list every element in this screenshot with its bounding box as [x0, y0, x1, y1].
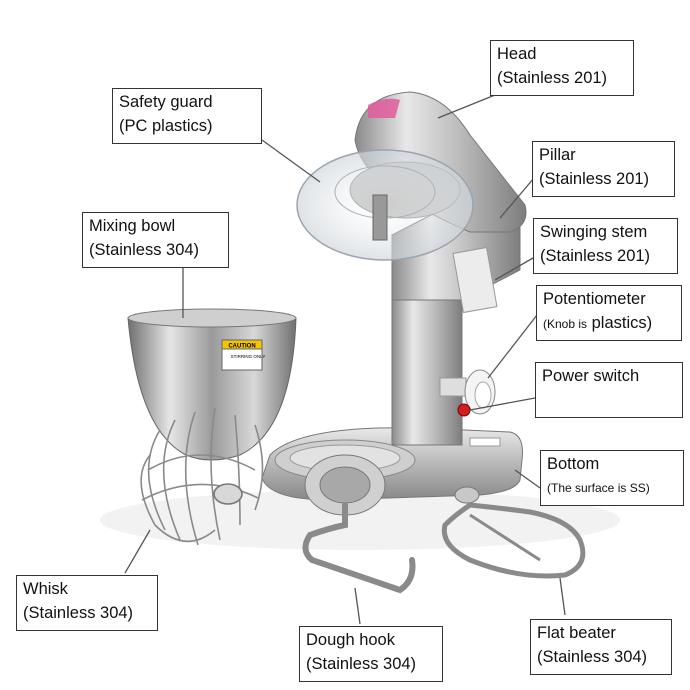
label-mixing-bowl-name: Mixing bowl [89, 217, 176, 235]
label-flat-beater-material: (Stainless 304) [537, 648, 648, 666]
label-head-name: Head [497, 45, 537, 63]
label-whisk-name: Whisk [23, 580, 68, 598]
label-pillar: Pillar (Stainless 201) [532, 141, 675, 197]
label-power-switch: Power switch [535, 362, 683, 418]
attachment-shaft [372, 194, 388, 241]
whisk [140, 407, 264, 546]
safety-guard [296, 149, 474, 261]
label-head: Head (Stainless 201) [490, 40, 634, 96]
potentiometer-knob [464, 369, 496, 415]
label-whisk-material: (Stainless 304) [23, 604, 134, 622]
brand-logo [368, 98, 400, 118]
caution-label-text: STIRRING ONLY [231, 354, 266, 359]
label-bottom-material: (The surface is SS) [547, 481, 650, 495]
leader-lines [124, 94, 566, 625]
label-bottom: Bottom (The surface is SS) [540, 450, 684, 506]
dough-hook [302, 454, 416, 594]
label-potentiometer-material-suffix: plastics) [591, 314, 653, 332]
label-swinging-stem-material: (Stainless 201) [540, 247, 651, 265]
label-mixing-bowl-material: (Stainless 304) [89, 241, 200, 259]
label-safety-guard-material: (PC plastics) [119, 117, 213, 135]
power-switch-button [457, 403, 471, 417]
label-swinging-stem-name: Swinging stem [540, 223, 648, 241]
label-potentiometer-material-prefix: (Knob is [543, 317, 588, 331]
label-potentiometer-material: (Knob is plastics) [543, 311, 675, 336]
label-swinging-stem: Swinging stem (Stainless 201) [533, 218, 678, 274]
warning-sticker [452, 246, 498, 314]
flat-beater [441, 486, 586, 579]
label-flat-beater: Flat beater (Stainless 304) [530, 619, 672, 675]
label-head-material: (Stainless 201) [497, 69, 608, 87]
base-label-plate [469, 437, 501, 447]
label-pillar-material: (Stainless 201) [539, 170, 650, 188]
label-pillar-name: Pillar [539, 146, 576, 164]
caution-label-title: CAUTION [228, 344, 255, 350]
label-potentiometer: Potentiometer (Knob is plastics) [536, 285, 682, 341]
mixing-bowl: CAUTION STIRRING ONLY [127, 308, 297, 461]
label-safety-guard-name: Safety guard [119, 93, 213, 111]
label-dough-hook-material: (Stainless 304) [306, 655, 417, 673]
label-mixing-bowl: Mixing bowl (Stainless 304) [82, 212, 229, 268]
label-dough-hook-name: Dough hook [306, 631, 395, 649]
label-whisk: Whisk (Stainless 304) [16, 575, 158, 631]
label-flat-beater-name: Flat beater [537, 624, 616, 642]
label-power-switch-name: Power switch [542, 367, 640, 385]
label-dough-hook: Dough hook (Stainless 304) [299, 626, 443, 682]
label-safety-guard: Safety guard (PC plastics) [112, 88, 262, 144]
label-bottom-name: Bottom [547, 455, 600, 473]
label-potentiometer-name: Potentiometer [543, 290, 646, 308]
